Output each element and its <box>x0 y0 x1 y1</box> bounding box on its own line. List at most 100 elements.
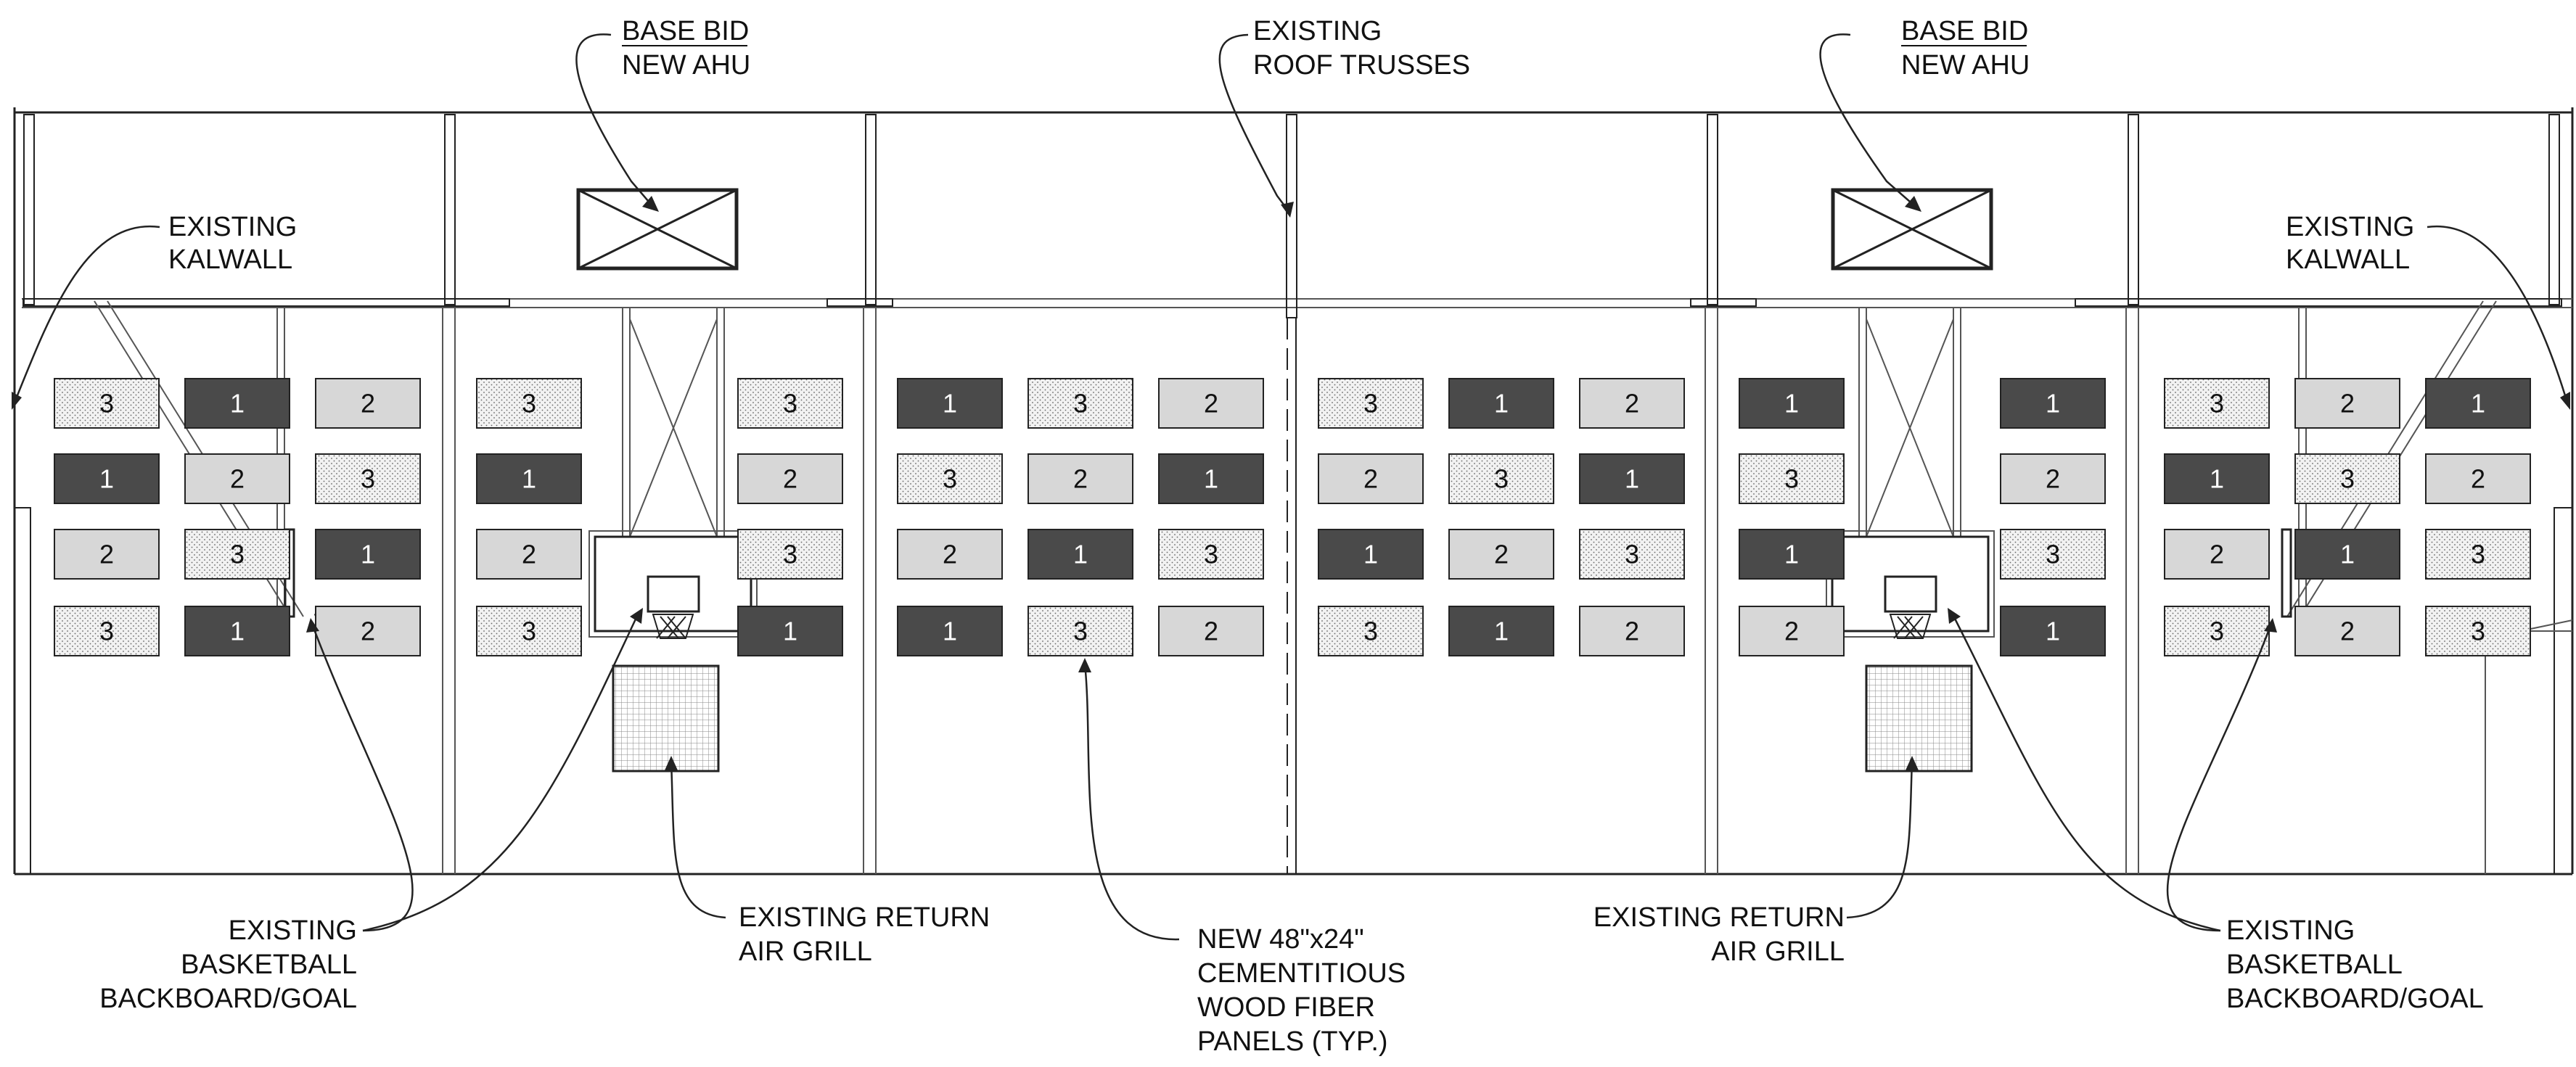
panel-type-label: 2 <box>361 617 375 646</box>
acoustic-panel <box>2425 606 2531 656</box>
callout-text: KALWALL <box>2286 244 2410 275</box>
callout-base-bid-left: BASE BID NEW AHU <box>622 16 750 81</box>
callout-text: NEW AHU <box>622 50 750 81</box>
panel-type-label: 3 <box>1073 617 1088 646</box>
acoustic-panel <box>1448 529 1554 580</box>
callout-text: BASKETBALL <box>2226 949 2403 980</box>
panel-type-label: 2 <box>522 540 536 569</box>
backboard-center-left <box>588 530 758 639</box>
acoustic-panel <box>2294 606 2400 656</box>
callout-text: NEW 48"x24" <box>1197 924 1364 955</box>
acoustic-panel <box>2164 453 2270 504</box>
panel-type-label: 3 <box>361 464 375 494</box>
callout-return-grill-right: EXISTING RETURN AIR GRILL <box>1593 902 1845 967</box>
callout-text: AIR GRILL <box>739 936 872 967</box>
acoustic-panel <box>897 606 1003 656</box>
panel-type-label: 2 <box>1625 389 1639 419</box>
panel-type-label: 1 <box>1204 464 1218 494</box>
panel-type-label: 1 <box>2046 617 2060 646</box>
acoustic-panel <box>1158 378 1264 429</box>
panel-type-label: 3 <box>783 540 797 569</box>
ahu-right <box>1831 188 1993 271</box>
panel-type-label: 1 <box>1494 617 1509 646</box>
panel-type-label: 2 <box>2210 540 2224 569</box>
panel-type-label: 3 <box>230 540 245 569</box>
callout-text: ROOF TRUSSES <box>1253 50 1470 81</box>
panel-type-label: 1 <box>1363 540 1378 569</box>
acoustic-panel <box>1448 378 1554 429</box>
panel-type-label: 1 <box>2471 389 2485 419</box>
panel-type-label: 1 <box>2210 464 2224 494</box>
panel-type-label: 2 <box>1784 617 1799 646</box>
acoustic-panel <box>1318 529 1424 580</box>
acoustic-panel <box>1158 529 1264 580</box>
acoustic-panel <box>1318 453 1424 504</box>
callout-text: EXISTING <box>1253 16 1382 46</box>
acoustic-panel <box>1027 606 1133 656</box>
acoustic-panel <box>1318 606 1424 656</box>
panel-type-label: 3 <box>783 389 797 419</box>
leader-arrowheads <box>12 196 2570 770</box>
acoustic-panel <box>1027 453 1133 504</box>
panel-type-label: 3 <box>943 464 957 494</box>
roof-trusses <box>22 114 2562 874</box>
panel-type-label: 2 <box>1625 617 1639 646</box>
acoustic-panel <box>315 453 421 504</box>
acoustic-panel <box>476 606 582 656</box>
acoustic-panel <box>737 378 843 429</box>
panel-type-label: 1 <box>522 464 536 494</box>
panel-type-label: 3 <box>1073 389 1088 419</box>
acoustic-panel <box>54 529 160 580</box>
panel-type-label: 3 <box>1784 464 1799 494</box>
acoustic-panel <box>1158 453 1264 504</box>
acoustic-panel <box>1027 529 1133 580</box>
acoustic-panel <box>1739 529 1845 580</box>
acoustic-panel <box>2294 453 2400 504</box>
panel-type-label: 2 <box>943 540 957 569</box>
callout-base-bid-right: BASE BID NEW AHU <box>1901 16 2030 81</box>
acoustic-panel <box>897 529 1003 580</box>
panel-type-label: 2 <box>2340 617 2355 646</box>
acoustic-panel <box>1739 453 1845 504</box>
callout-text: EXISTING RETURN <box>739 902 990 933</box>
panel-type-label: 2 <box>1494 540 1509 569</box>
return-air-grill-left <box>612 664 720 773</box>
callout-kalwall-left: EXISTING KALWALL <box>168 212 297 275</box>
panel-type-label: 2 <box>1073 464 1088 494</box>
acoustic-panel <box>2294 529 2400 580</box>
acoustic-panel <box>2164 606 2270 656</box>
panel-type-label: 3 <box>2210 617 2224 646</box>
acoustic-panel <box>54 453 160 504</box>
backboard-center-right <box>1826 530 1995 639</box>
acoustic-panel <box>1448 453 1554 504</box>
panel-type-label: 3 <box>2340 464 2355 494</box>
callout-text: EXISTING <box>229 915 357 946</box>
acoustic-panel <box>2425 453 2531 504</box>
acoustic-panel <box>184 453 290 504</box>
panel-type-label: 3 <box>1363 617 1378 646</box>
acoustic-panel <box>1579 606 1685 656</box>
callout-basketball-left: EXISTING BASKETBALL BACKBOARD/GOAL <box>99 915 357 1014</box>
acoustic-panel <box>1579 453 1685 504</box>
acoustic-panel <box>184 529 290 580</box>
panel-type-label: 1 <box>943 389 957 419</box>
callout-text: EXISTING RETURN <box>1593 902 1845 933</box>
panel-type-label: 3 <box>2046 540 2060 569</box>
acoustic-panel <box>184 378 290 429</box>
acoustic-panel <box>184 606 290 656</box>
panel-type-label: 1 <box>1073 540 1088 569</box>
panel-type-label: 1 <box>2340 540 2355 569</box>
acoustic-panel <box>315 606 421 656</box>
ahu-left <box>576 188 739 271</box>
panel-type-label: 2 <box>361 389 375 419</box>
acoustic-panel <box>1739 378 1845 429</box>
acoustic-panel <box>54 378 160 429</box>
acoustic-panel <box>2000 378 2106 429</box>
acoustic-panel <box>476 529 582 580</box>
panel-type-label: 2 <box>1204 617 1218 646</box>
acoustic-panel <box>2164 378 2270 429</box>
acoustic-panel <box>476 378 582 429</box>
panel-type-label: 1 <box>1784 540 1799 569</box>
